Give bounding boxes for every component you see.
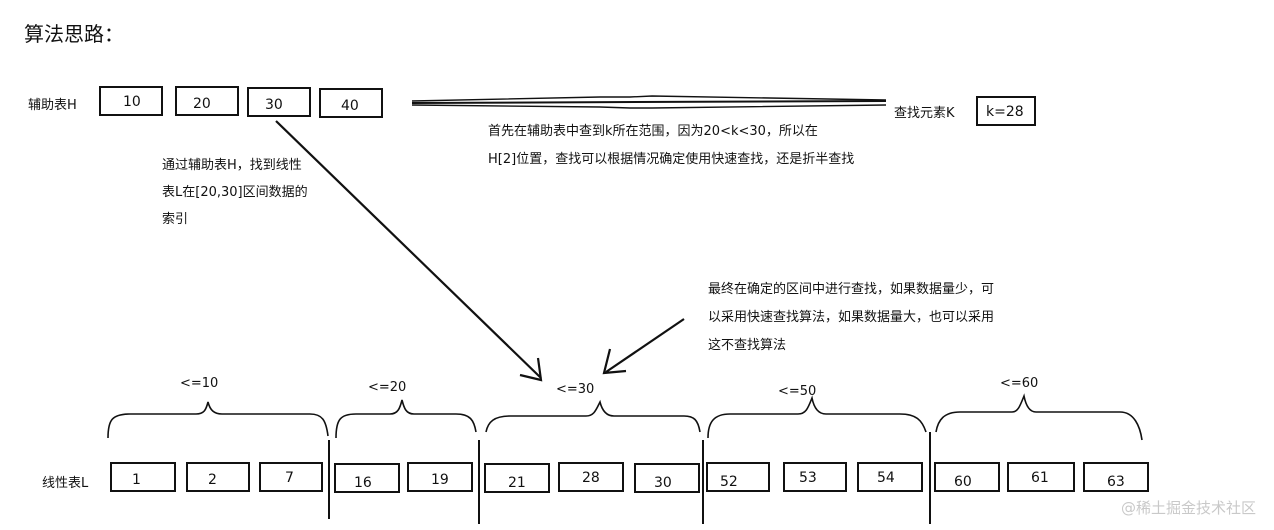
note-top-right-line-1: 首先在辅助表中查到k所在范围，因为20<k<30，所以在	[488, 124, 818, 139]
note-top-right: 首先在辅助表中查到k所在范围，因为20<k<30，所以在 H[2]位置，查找可以…	[488, 118, 854, 174]
linear-cell-9: 53	[783, 462, 847, 492]
linear-cell-value: 53	[799, 470, 817, 486]
note-top-right-line-2: H[2]位置，查找可以根据情况确定使用快速查找，还是折半查找	[488, 152, 855, 167]
linear-cell-value: 21	[508, 475, 526, 491]
linear-cell-value: 1	[132, 472, 141, 488]
linear-cell-13: 63	[1083, 462, 1149, 492]
linear-cell-value: 28	[582, 470, 600, 486]
aux-cell-3: 40	[319, 88, 383, 118]
note-left: 通过辅助表H，找到线性 表L在[20,30]区间数据的 索引	[162, 152, 308, 233]
linear-cell-value: 19	[431, 472, 449, 488]
range-label-2: <=30	[556, 382, 595, 397]
search-key-pointer	[411, 95, 887, 109]
page-title: 算法思路：	[24, 22, 124, 46]
search-key-value: k=28	[986, 104, 1024, 120]
note-left-line-2: 表L在[20,30]区间数据的	[162, 185, 308, 200]
range-braces	[107, 393, 1143, 441]
linear-cell-6: 28	[558, 462, 624, 492]
linear-cell-5: 21	[484, 463, 550, 493]
note-middle: 最终在确定的区间中进行查找，如果数据量少，可 以采用快速查找算法，如果数据量大，…	[708, 276, 994, 360]
linear-cell-value: 52	[720, 474, 738, 490]
note-left-line-3: 索引	[162, 212, 189, 227]
linear-cell-11: 60	[934, 462, 1000, 492]
brace-le-30	[485, 399, 701, 433]
linear-cell-value: 7	[285, 470, 294, 486]
interval-separators	[328, 432, 931, 524]
aux-cell-value: 20	[193, 96, 211, 112]
range-label-0: <=10	[180, 376, 219, 391]
linear-cell-value: 30	[654, 475, 672, 491]
brace-le-60	[935, 393, 1143, 441]
brace-le-50	[707, 395, 927, 439]
range-label-4: <=60	[1000, 376, 1039, 391]
range-label-3: <=50	[778, 384, 817, 399]
watermark: @稀土掘金技术社区	[1120, 499, 1256, 517]
linear-cell-7: 30	[634, 463, 700, 493]
note-middle-line-2: 以采用快速查找算法，如果数据量大，也可以采用	[708, 310, 995, 325]
linear-cell-value: 16	[354, 475, 372, 491]
linear-cell-3: 16	[334, 463, 400, 493]
note-middle-line-1: 最终在确定的区间中进行查找，如果数据量少，可	[708, 282, 995, 297]
aux-cell-1: 20	[175, 86, 239, 116]
search-key-label: 查找元素K	[894, 106, 955, 121]
linear-table-label: 线性表L	[42, 476, 89, 491]
index-arrow	[275, 120, 543, 382]
linear-cell-value: 54	[877, 470, 895, 486]
linear-cell-value: 63	[1107, 474, 1125, 490]
linear-cell-value: 2	[208, 472, 217, 488]
range-label-1: <=20	[368, 380, 407, 395]
linear-cell-12: 61	[1007, 462, 1075, 492]
linear-cell-value: 60	[954, 474, 972, 490]
linear-cell-2: 7	[259, 462, 323, 492]
aux-cell-0: 10	[99, 86, 163, 116]
linear-cell-value: 61	[1031, 470, 1049, 486]
aux-table-label: 辅助表H	[28, 98, 77, 113]
linear-cell-10: 54	[857, 462, 923, 492]
search-key-box: k=28	[976, 96, 1036, 126]
brace-le-20	[335, 399, 477, 439]
aux-cell-value: 30	[265, 97, 283, 113]
note-middle-line-3: 这不查找算法	[708, 338, 787, 353]
aux-cell-2: 30	[247, 87, 311, 117]
aux-cell-value: 10	[123, 94, 141, 110]
linear-cell-0: 1	[110, 462, 176, 492]
search-arrow	[602, 318, 685, 375]
linear-cell-4: 19	[407, 462, 473, 492]
linear-cell-1: 2	[186, 462, 250, 492]
brace-le-10	[107, 401, 329, 439]
linear-cell-8: 52	[706, 462, 770, 492]
aux-cell-value: 40	[341, 98, 359, 114]
note-left-line-1: 通过辅助表H，找到线性	[162, 158, 302, 173]
